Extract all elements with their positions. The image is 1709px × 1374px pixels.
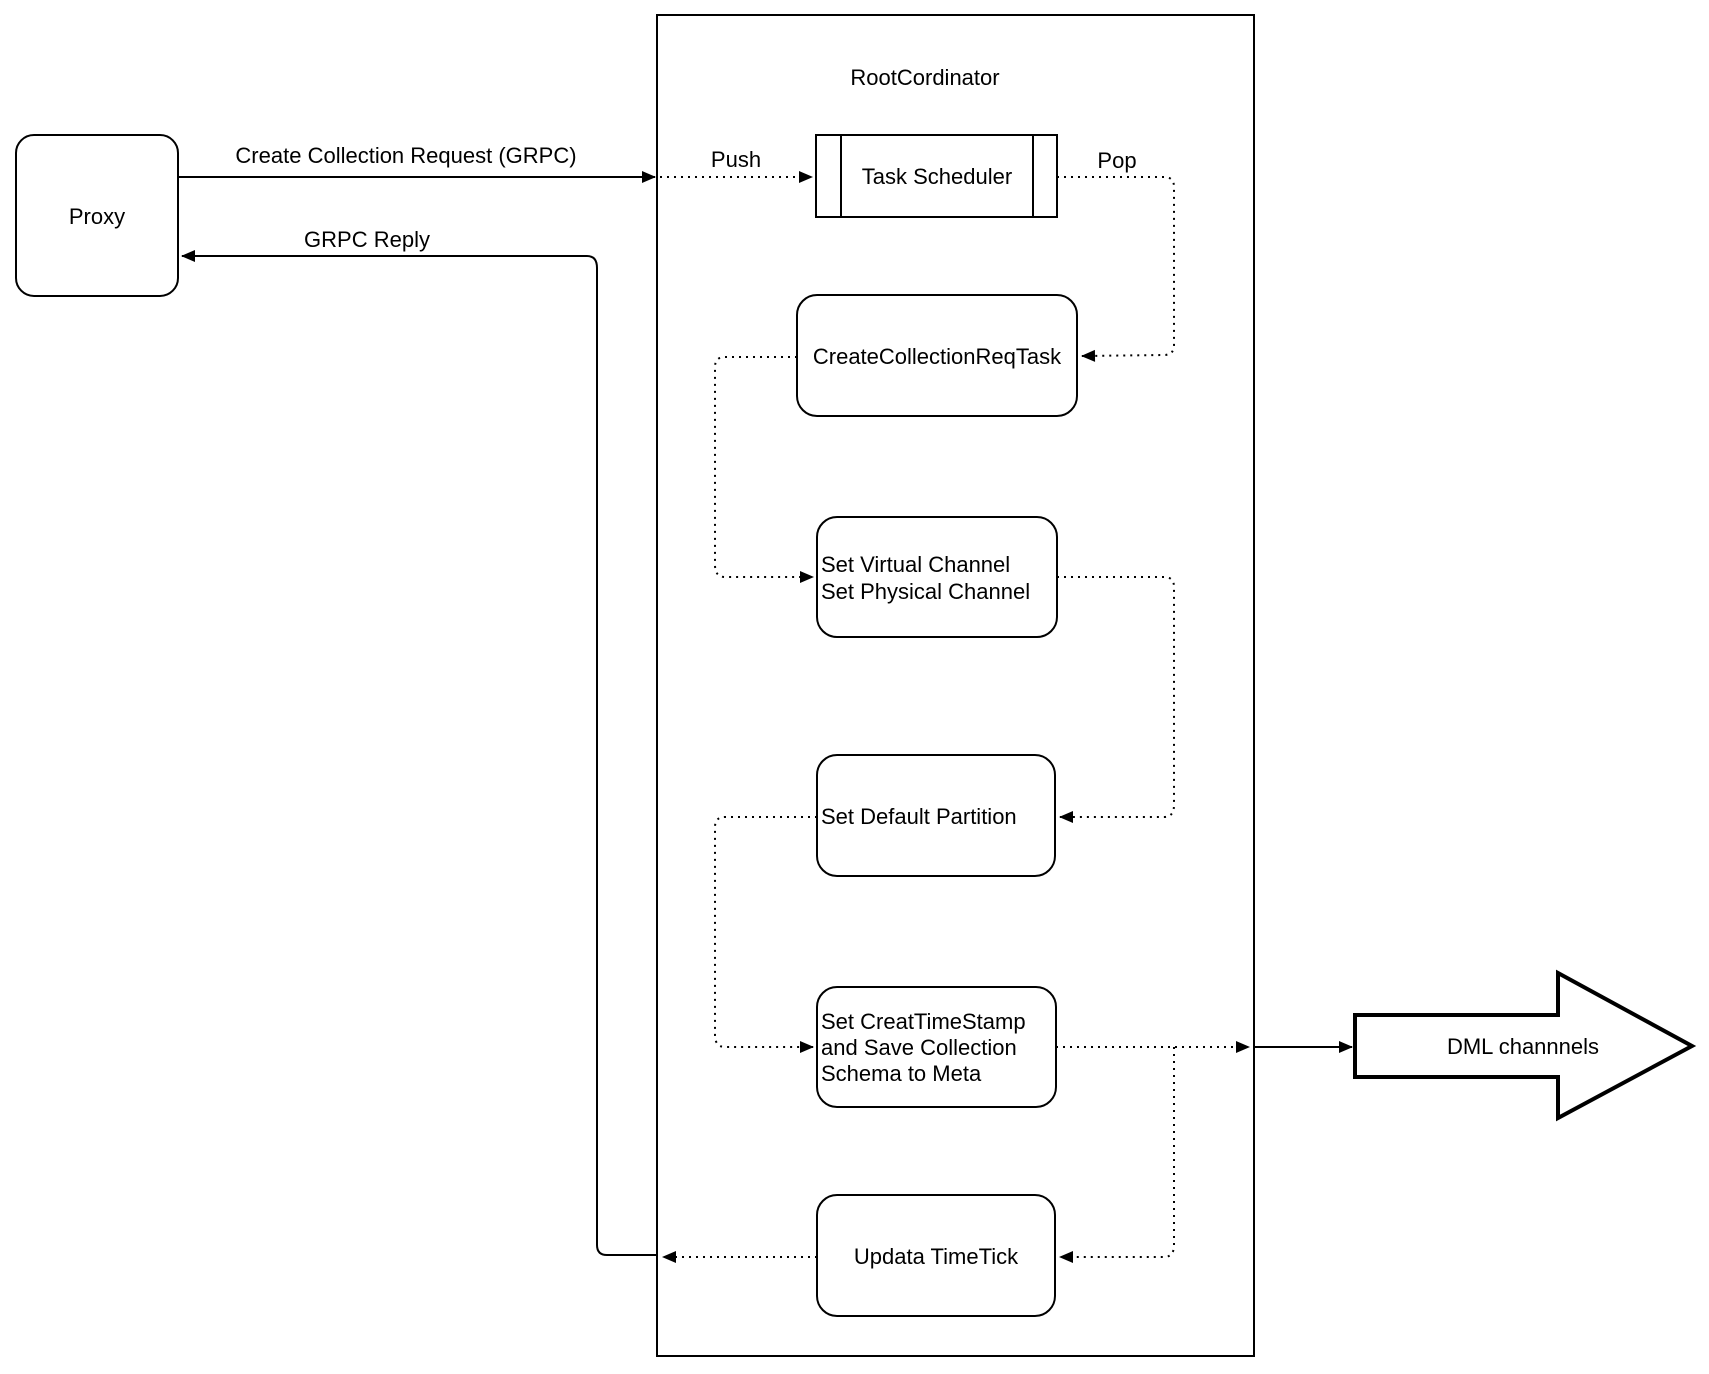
create-collection-req-task-node: [796, 294, 1078, 417]
set-creat-timestamp-label-line1: Set CreatTimeStamp: [821, 1009, 1026, 1034]
dml-channels-label: DML channnels: [1447, 1034, 1599, 1059]
set-creat-timestamp-label-line3: Schema to Meta: [821, 1061, 982, 1086]
edge-create-collection-request-label: Create Collection Request (GRPC): [235, 143, 576, 168]
edge-set-channels-to-default-partition: [1057, 576, 1175, 823]
edge-grpc-reply: [181, 250, 657, 1256]
edge-pop-label: Pop: [1097, 148, 1136, 173]
set-creat-timestamp-label-line2: and Save Collection: [821, 1035, 1017, 1060]
rootcoordinator-label: RootCordinator: [850, 65, 999, 90]
edge-grpc-reply-label: GRPC Reply: [304, 227, 430, 252]
set-channels-node: [816, 516, 1058, 638]
task-scheduler-box: [815, 134, 1058, 218]
set-channels-label-line2: Set Physical Channel: [821, 579, 1030, 604]
updata-timetick-node: [816, 1194, 1056, 1317]
updata-timetick-label: Updata TimeTick: [854, 1244, 1019, 1269]
set-default-partition-node: [816, 754, 1056, 877]
set-channels-label-line1: Set Virtual Channel: [821, 552, 1010, 577]
edge-default-partition-to-timestamp: [714, 816, 817, 1053]
proxy-node: [15, 134, 179, 297]
dml-channels-arrow-shape: [1353, 969, 1697, 1122]
rootcoordinator-container: [656, 14, 1255, 1357]
proxy-label: Proxy: [69, 204, 125, 229]
task-scheduler-node: Task Scheduler: [815, 134, 1058, 218]
task-scheduler-label: Task Scheduler: [862, 164, 1012, 189]
create-collection-req-task-label: CreateCollectionReqTask: [813, 344, 1062, 369]
set-default-partition-label: Set Default Partition: [821, 804, 1017, 829]
edge-push-label: Push: [711, 147, 761, 172]
